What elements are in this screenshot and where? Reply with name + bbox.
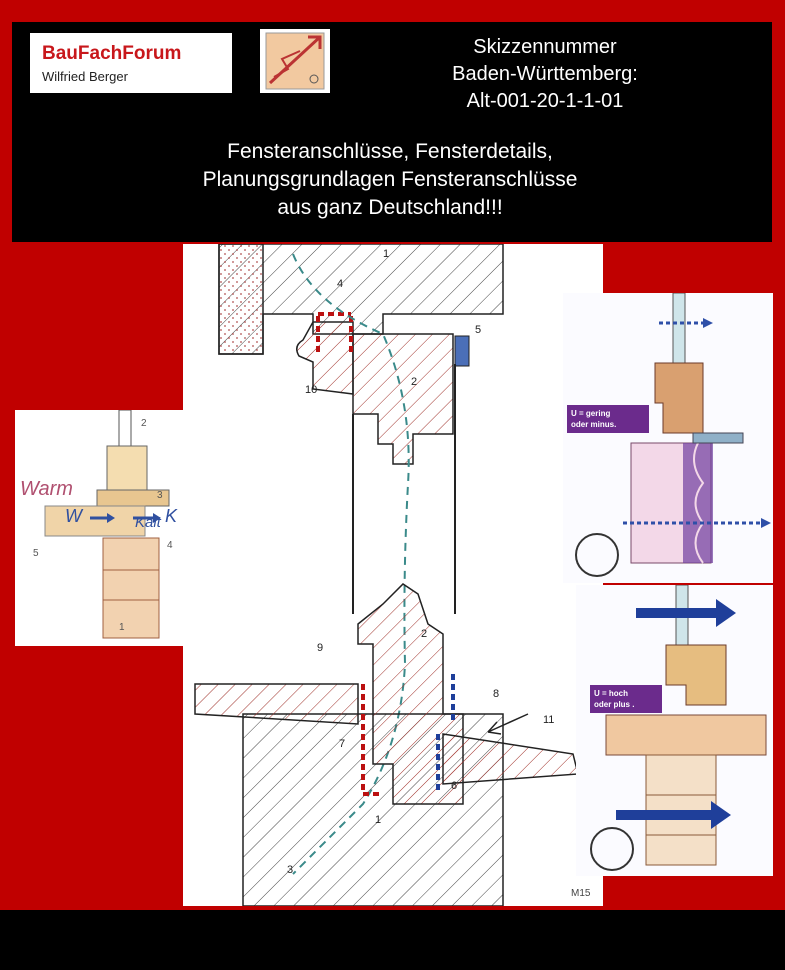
left-marker-1: 1: [119, 622, 125, 633]
headline-line-2: Planungsgrundlagen Fensteranschlüsse: [202, 168, 578, 191]
brand-logo[interactable]: BauFachForum Wilfried Berger: [30, 33, 232, 93]
marker-5: 5: [475, 324, 482, 336]
sketch-number: Alt-001-20-1-1-01: [466, 90, 624, 112]
right-bottom-detail: U = hoch oder plus .: [576, 584, 773, 876]
brand-author: Wilfried Berger: [42, 69, 128, 84]
marker-4: 4: [337, 278, 344, 290]
signature-logo-icon-2: [590, 827, 634, 871]
badge-u-low-line-1: U = gering: [571, 409, 611, 418]
badge-u-low-line-2: oder minus.: [571, 420, 617, 429]
k-label: K: [165, 506, 178, 526]
marker-9: 9: [317, 642, 324, 654]
left-marker-2: 2: [141, 418, 147, 429]
kalt-label: Kalt: [135, 514, 161, 531]
bottom-bar: [0, 910, 785, 970]
marker-6: 6: [451, 780, 458, 792]
badge-u-high: U = hoch oder plus .: [590, 685, 662, 713]
headline-line-3: aus ganz Deutschland!!!: [277, 196, 503, 219]
marker-2-top: 2: [411, 376, 418, 388]
marker-10: 10: [305, 384, 318, 396]
drawing-code: M15: [571, 888, 591, 899]
right-top-detail: U = gering oder minus.: [563, 292, 773, 583]
left-marker-3: 3: [157, 490, 163, 501]
main-window-section-drawing: 1 4 5 10 2 9 2 8 11 7 6 1 3 M15: [183, 243, 603, 907]
headline-line-1: Fensteranschlüsse, Fensterdetails,: [227, 140, 553, 163]
left-marker-4: 4: [167, 540, 173, 551]
marker-7: 7: [339, 738, 346, 750]
brand-name: BauFachForum: [42, 43, 182, 64]
left-marker-5: 5: [33, 548, 39, 559]
left-thermal-sketch: Warm W K Kalt 2 3 4 5 1: [15, 409, 183, 646]
marker-1-top: 1: [383, 248, 390, 260]
badge-u-high-line-2: oder plus .: [594, 700, 635, 709]
w-label: W: [65, 506, 82, 526]
sketch-region: Baden-Württemberg:: [452, 63, 638, 85]
marker-8: 8: [493, 688, 500, 700]
sketch-label: Skizzennummer: [473, 36, 617, 58]
signature-logo-icon: [575, 533, 619, 577]
sketch-thumbnail-icon: [260, 29, 330, 93]
warm-label: Warm: [20, 478, 73, 500]
marker-2-bottom: 2: [421, 628, 428, 640]
headline: Fensteranschlüsse, Fensterdetails, Planu…: [20, 138, 760, 222]
marker-3: 3: [287, 864, 294, 876]
badge-u-high-line-1: U = hoch: [594, 689, 629, 698]
marker-11: 11: [543, 714, 555, 726]
sketch-number-block: Skizzennummer Baden-Württemberg: Alt-001…: [420, 34, 670, 115]
marker-1-bottom: 1: [375, 814, 382, 826]
badge-u-low: U = gering oder minus.: [567, 405, 649, 433]
